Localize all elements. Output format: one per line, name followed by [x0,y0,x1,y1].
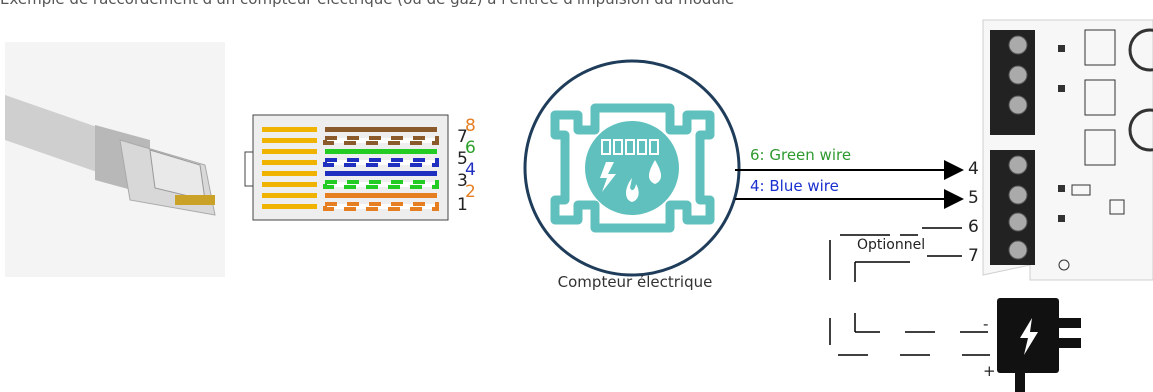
pin-1-label: 1 [457,195,468,215]
terminal-5-label: 5 [968,188,979,208]
module-board [982,19,1153,281]
caption: Exemple de raccordement d'un compteur él… [0,0,1153,12]
pin-2-label: 2 [465,182,476,202]
meter-label: Compteur électrique [557,273,713,291]
terminal-4-label: 4 [968,159,979,179]
power-adapter-icon [997,298,1081,392]
optional-label: Optionnel [857,237,926,253]
ethernet-cable-photo [5,42,225,277]
terminal-6-label: 6 [968,217,979,237]
rj45-connector [244,114,449,221]
pin-8-label: 8 [465,116,476,136]
terminal-7-label: 7 [968,246,979,266]
power-minus-label: - [983,315,989,333]
pin-4-label: 4 [465,160,476,180]
meter-icon [523,59,741,277]
pin-5-label: 5 [457,149,468,169]
blue-wire-label: 4: Blue wire [750,177,839,195]
pin-3-label: 3 [457,171,468,191]
optional-wiring [829,234,990,356]
power-plus-label: + [983,362,996,380]
green-wire-label: 6: Green wire [750,146,852,164]
pin-7-label: 7 [457,127,468,147]
pin-6-label: 6 [465,138,476,158]
